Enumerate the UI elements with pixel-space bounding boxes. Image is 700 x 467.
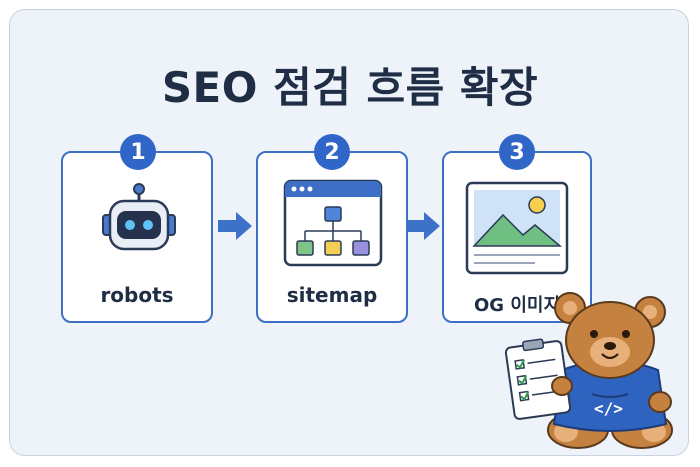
step-card-robots: robots: [61, 151, 213, 323]
sitemap-icon: [283, 179, 383, 267]
bear-mascot-icon: </>: [500, 290, 690, 455]
arrow-right-icon: [404, 208, 442, 244]
step-card-sitemap: sitemap: [256, 151, 408, 323]
step-label-sitemap: sitemap: [286, 283, 378, 307]
step-label-og-image: OG 이미지: [473, 295, 561, 316]
hoodie-code-text: </>: [594, 399, 623, 418]
step-badge-1: 1: [120, 134, 156, 170]
step-label-robots: robots: [100, 283, 174, 307]
image-icon: [465, 181, 569, 275]
step-badge-2: 2: [314, 134, 350, 170]
page-title: SEO 점검 흐름 확장: [161, 63, 539, 112]
arrow-right-icon: [216, 208, 254, 244]
step-badge-3: 3: [499, 134, 535, 170]
robot-icon: [99, 181, 179, 253]
